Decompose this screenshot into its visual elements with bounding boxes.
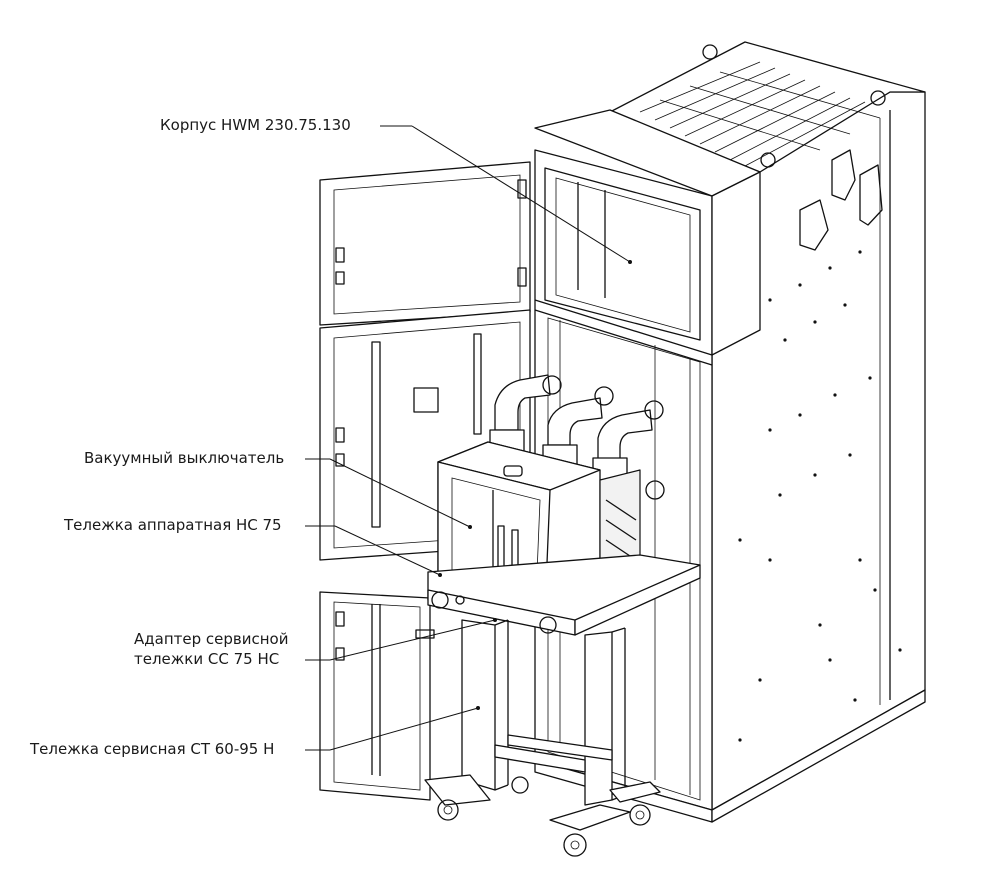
leader-lines [305,125,632,751]
label-apparatus-cart: Тележка аппаратная НС 75 [64,516,282,534]
label-service-cart: Тележка сервисная СТ 60-95 Н [30,740,275,758]
service-cart [424,619,661,857]
label-service-adapter-line1: Адаптер сервисной [134,630,289,648]
roof-vent-slots [639,61,881,167]
inspection-window [413,387,439,413]
side-panel-holes [738,250,902,742]
lower-door [319,591,431,801]
relay-compartment [544,167,701,341]
apparatus-cart [427,554,701,636]
service-cart-right-post [584,631,613,806]
label-vacuum-breaker: Вакуумный выключатель [84,449,285,467]
upper-door [319,161,531,326]
label-housing: Корпус HWM 230.75.130 [160,116,351,134]
service-cart-left-post [461,619,496,791]
label-service-adapter-line2: тележки СС 75 НС [134,650,280,668]
caster-wheels [437,776,651,857]
